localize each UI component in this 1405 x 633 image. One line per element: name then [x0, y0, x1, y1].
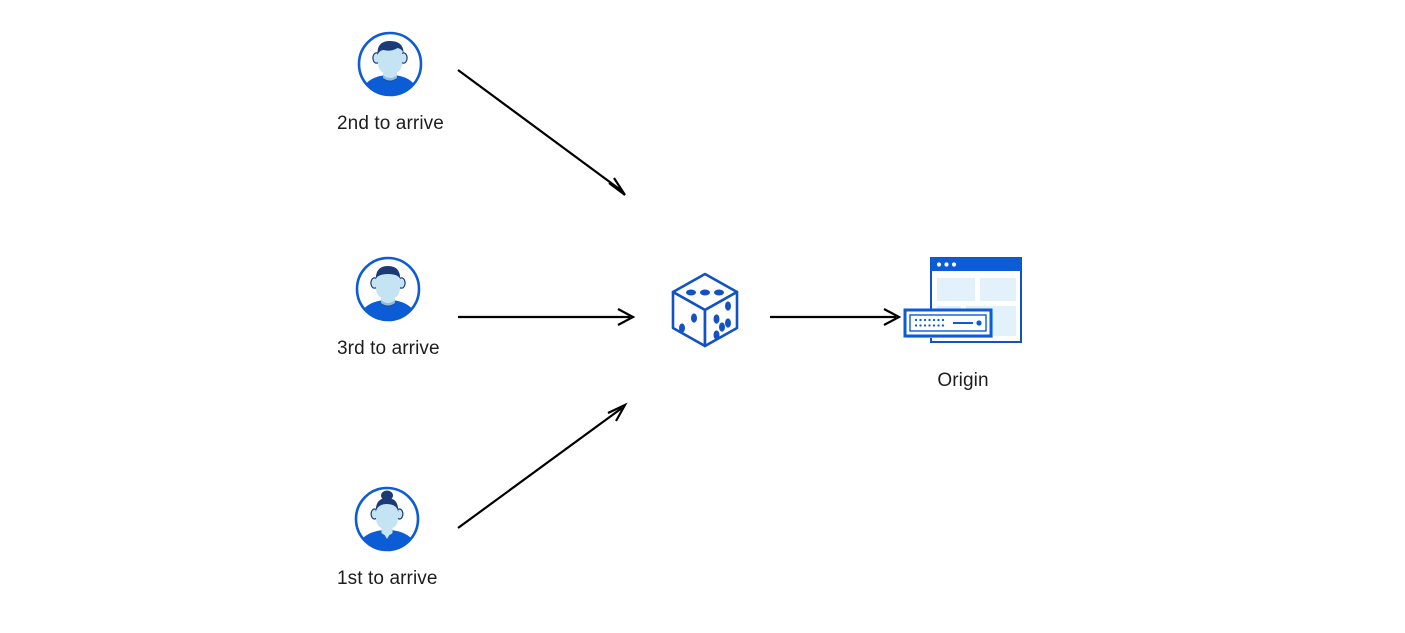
node-visitor-3rd: 3rd to arrive: [337, 255, 440, 361]
arrow-1st-to-dice: [457, 402, 628, 529]
node-visitor-2nd: 2nd to arrive: [337, 30, 444, 136]
arrow-3rd-to-dice: [458, 308, 636, 326]
node-label: 2nd to arrive: [337, 113, 444, 134]
node-randomizer: [660, 265, 750, 355]
node-label: Origin: [937, 370, 989, 391]
dice-icon: [660, 265, 750, 355]
node-label: 3rd to arrive: [337, 338, 440, 359]
arrow-dice-to-origin: [770, 308, 902, 326]
user-avatar-icon: [354, 255, 422, 323]
server-appliance-icon: [903, 308, 993, 338]
node-visitor-1st: 1st to arrive: [337, 485, 438, 591]
user-avatar-icon: [356, 30, 424, 98]
node-label: 1st to arrive: [337, 568, 438, 589]
user-avatar-icon: [353, 485, 421, 553]
origin-server-icon: [903, 255, 1023, 355]
node-origin: Origin: [903, 255, 1023, 393]
arrow-2nd-to-dice: [457, 69, 626, 196]
